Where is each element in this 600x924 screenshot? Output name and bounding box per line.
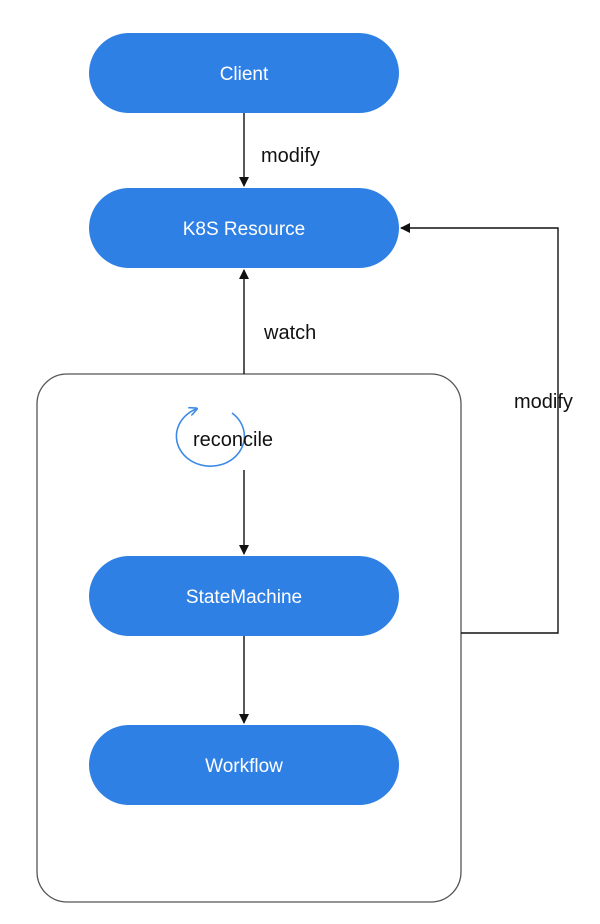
k8s-resource-node-shape (89, 188, 399, 268)
k8s-resource-node-label: K8S Resource (183, 219, 306, 240)
workflow-node: Workflow (89, 725, 399, 805)
reconcile-label: reconcile (193, 429, 273, 451)
side-modify-arrow (400, 223, 559, 634)
state-machine-node: StateMachine (89, 556, 399, 636)
client-node-label: Client (220, 64, 269, 85)
client-node-shape (89, 33, 399, 113)
state-machine-node-shape (89, 556, 399, 636)
reconcile-loop-icon (175, 409, 246, 467)
state-machine-node-label: StateMachine (186, 587, 302, 608)
controller-container (36, 373, 462, 903)
client-node: Client (89, 33, 399, 113)
workflow-node-label: Workflow (205, 756, 283, 777)
side-modify-label: modify (514, 391, 573, 413)
watch-label: watch (263, 322, 316, 344)
k8s-resource-node: K8S Resource (89, 188, 399, 268)
client-modify-label: modify (261, 145, 320, 167)
workflow-node-shape (89, 725, 399, 805)
